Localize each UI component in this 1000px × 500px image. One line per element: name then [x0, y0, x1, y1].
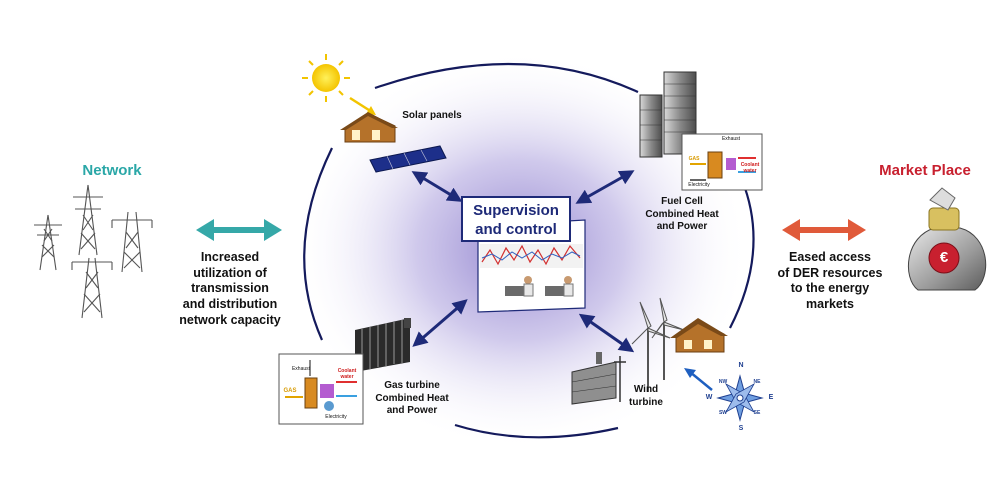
network-description-line: transmission: [191, 281, 269, 296]
gas-turbine-exhaust-label: Exhaust: [291, 366, 311, 372]
gas-turbine-coolant-line: Coolant: [337, 368, 357, 374]
network-description-line: and distribution: [182, 296, 278, 311]
fuel-cell-label-line: Combined Heat: [645, 208, 719, 220]
market-description-line: Eased access: [788, 250, 871, 264]
fuel-cell-exhaust-label: Exhaust: [721, 136, 741, 142]
compass-ne: NE: [753, 379, 761, 385]
compass-e: E: [768, 394, 774, 401]
market-arrow: [782, 219, 866, 241]
network-arrow: [196, 219, 282, 241]
arrow-wind: [578, 313, 635, 353]
ring-arc-left: [303, 147, 333, 341]
gas-turbine-label-line: Combined Heat: [375, 392, 449, 404]
solar-house-icon: [340, 112, 398, 143]
gas-turbine-gas-label: GAS: [283, 388, 297, 394]
fuel-cell-electricity-label: Electricity: [688, 182, 710, 188]
solar-panels-icon: [369, 145, 447, 173]
wind-turbine-label: Wind turbine: [618, 384, 674, 409]
gas-turbine-plant-icon: [355, 318, 411, 372]
ring-arc-bottom: [454, 423, 619, 439]
gas-turbine-label-line: and Power: [386, 405, 438, 416]
sun-icon: [302, 54, 376, 115]
gas-turbine-chp-schematic: [278, 353, 364, 425]
arrow-gas-turbine: [412, 299, 468, 347]
fuel-cell-gas-label: GAS: [688, 156, 700, 162]
fuel-cell-label-line: Fuel Cell: [661, 196, 703, 207]
market-description-line: of DER resources: [777, 265, 883, 280]
power-towers-icon: [34, 184, 153, 319]
fuel-cell-coolant-label: Coolant water: [738, 162, 762, 175]
compass-se: SE: [753, 410, 761, 416]
compass-n: N: [738, 362, 744, 369]
arrow-solar: [411, 171, 463, 202]
gas-turbine-label: Gas turbine Combined Heat and Power: [372, 380, 452, 418]
wind-turbine-label-line: turbine: [629, 396, 663, 408]
money-bag-icon: [907, 187, 987, 291]
control-ring: [303, 62, 755, 439]
fuel-cell-label-line: and Power: [656, 221, 708, 232]
supervision-and-control-box: Supervision and control: [461, 196, 571, 242]
network-description-line: utilization of: [193, 265, 267, 280]
wind-house-icon: [670, 318, 728, 353]
supervision-title-line: and control: [475, 221, 557, 238]
compass-rose-icon: [684, 368, 764, 422]
market-description-line: to the energy: [790, 281, 870, 296]
compass-s: S: [738, 425, 744, 432]
network-description-line: Increased: [200, 250, 260, 264]
supervision-title-line: Supervision: [473, 202, 559, 219]
network-title: Network: [82, 162, 142, 179]
gas-turbine-coolant-line: water: [340, 374, 354, 381]
factory-icon: [571, 352, 626, 405]
euro-symbol: €: [939, 249, 949, 266]
market-place-title: Market Place: [879, 162, 971, 179]
gas-turbine-label-line: Gas turbine: [384, 380, 440, 391]
link-arrows: [411, 170, 635, 353]
fuel-cell-coolant-line: water: [743, 168, 757, 175]
wind-turbines-icon: [631, 297, 685, 392]
compass-sw: SW: [718, 410, 728, 416]
gas-turbine-coolant-label: Coolant water: [334, 368, 360, 381]
compass-nw: NW: [718, 379, 728, 385]
gas-turbine-electricity-label: Electricity: [325, 414, 347, 420]
market-description: Eased access of DER resources to the ene…: [770, 250, 890, 313]
fuel-cell-chp-schematic: [681, 133, 763, 191]
ring-arc-right: [729, 179, 755, 329]
ring-arc-top: [374, 62, 639, 94]
network-description-line: network capacity: [179, 312, 281, 327]
fuel-cell-coolant-line: Coolant: [740, 162, 760, 168]
solar-panels-label: Solar panels: [402, 110, 462, 121]
market-description-line: markets: [806, 296, 854, 311]
fuel-cell-label: Fuel Cell Combined Heat and Power: [642, 196, 722, 234]
arrow-fuel-cell: [575, 170, 635, 204]
compass-w: W: [705, 394, 713, 401]
network-description: Increased utilization of transmission an…: [170, 250, 290, 328]
wind-turbine-label-line: Wind: [633, 384, 659, 395]
